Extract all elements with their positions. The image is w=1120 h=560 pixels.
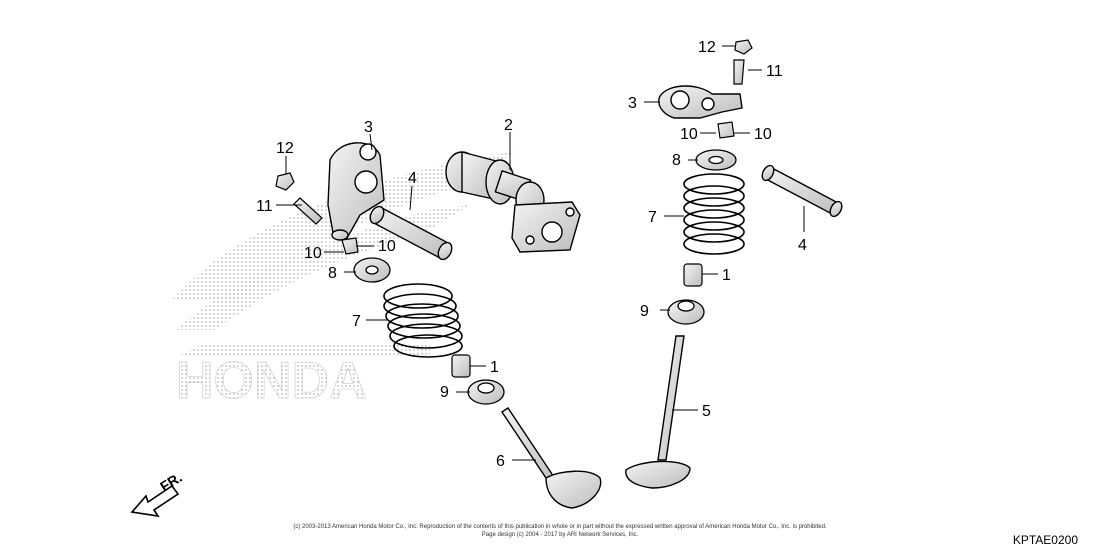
adjusting-screw-right	[733, 39, 753, 85]
callout-5: 5	[702, 403, 711, 420]
rocker-shaft-right	[761, 164, 843, 218]
rocker-shaft-left	[369, 205, 453, 261]
callout-1: 1	[722, 267, 731, 284]
stem-seal-left	[451, 354, 471, 378]
copyright-line-1: (c) 2003-2013 American Honda Motor Co., …	[293, 524, 827, 530]
callout-10: 10	[304, 245, 322, 262]
valve-spring-right	[683, 173, 745, 255]
honda-watermark-text: HONDA	[176, 352, 367, 410]
copyright-line-2: Page design (c) 2004 - 2017 by ARI Netwo…	[482, 532, 639, 538]
valve-left	[501, 407, 602, 509]
callout-11: 11	[766, 63, 783, 80]
callout-7: 7	[648, 209, 657, 226]
callout-12: 12	[698, 39, 716, 56]
direction-label: FR.	[157, 469, 185, 495]
valve-spring-left	[383, 283, 463, 358]
callout-8: 8	[672, 152, 681, 169]
callouts-left: 3 2 12 4 11 10 10 8 7 1 9 6	[256, 117, 513, 470]
callout-10: 10	[754, 126, 772, 143]
spring-seat-right	[667, 299, 705, 325]
callout-2: 2	[504, 117, 513, 134]
valve-cotter-left	[341, 237, 359, 255]
callout-11: 11	[256, 198, 273, 215]
leader-lines	[276, 45, 805, 461]
spring-retainer-right	[695, 149, 737, 171]
diagram-code: KPTAE0200	[1013, 533, 1078, 547]
callout-4: 4	[798, 237, 807, 254]
spring-seat-left	[467, 379, 505, 405]
callout-3: 3	[628, 95, 637, 112]
callout-8: 8	[328, 265, 337, 282]
rocker-arm-left	[327, 142, 385, 241]
callout-4: 4	[408, 170, 417, 187]
stem-seal-right	[683, 263, 703, 287]
callouts-right: 12 11 3 10 10 8 7 4 1 9 5	[628, 39, 807, 420]
callout-7: 7	[352, 313, 361, 330]
rocker-arm-right	[658, 85, 743, 119]
callout-1: 1	[490, 359, 499, 376]
callout-6: 6	[496, 453, 505, 470]
spring-retainer-left	[353, 257, 391, 283]
front-direction-arrow-icon: FR.	[130, 469, 185, 518]
callout-3: 3	[364, 119, 373, 136]
callout-12: 12	[276, 140, 294, 157]
callout-9: 9	[440, 384, 449, 401]
valve-right	[625, 335, 691, 489]
callout-9: 9	[640, 303, 649, 320]
valve-cotter-right	[717, 121, 735, 139]
camshaft	[445, 151, 581, 253]
callout-10: 10	[680, 126, 698, 143]
callout-10: 10	[378, 238, 396, 255]
adjusting-screw-left	[275, 172, 323, 225]
